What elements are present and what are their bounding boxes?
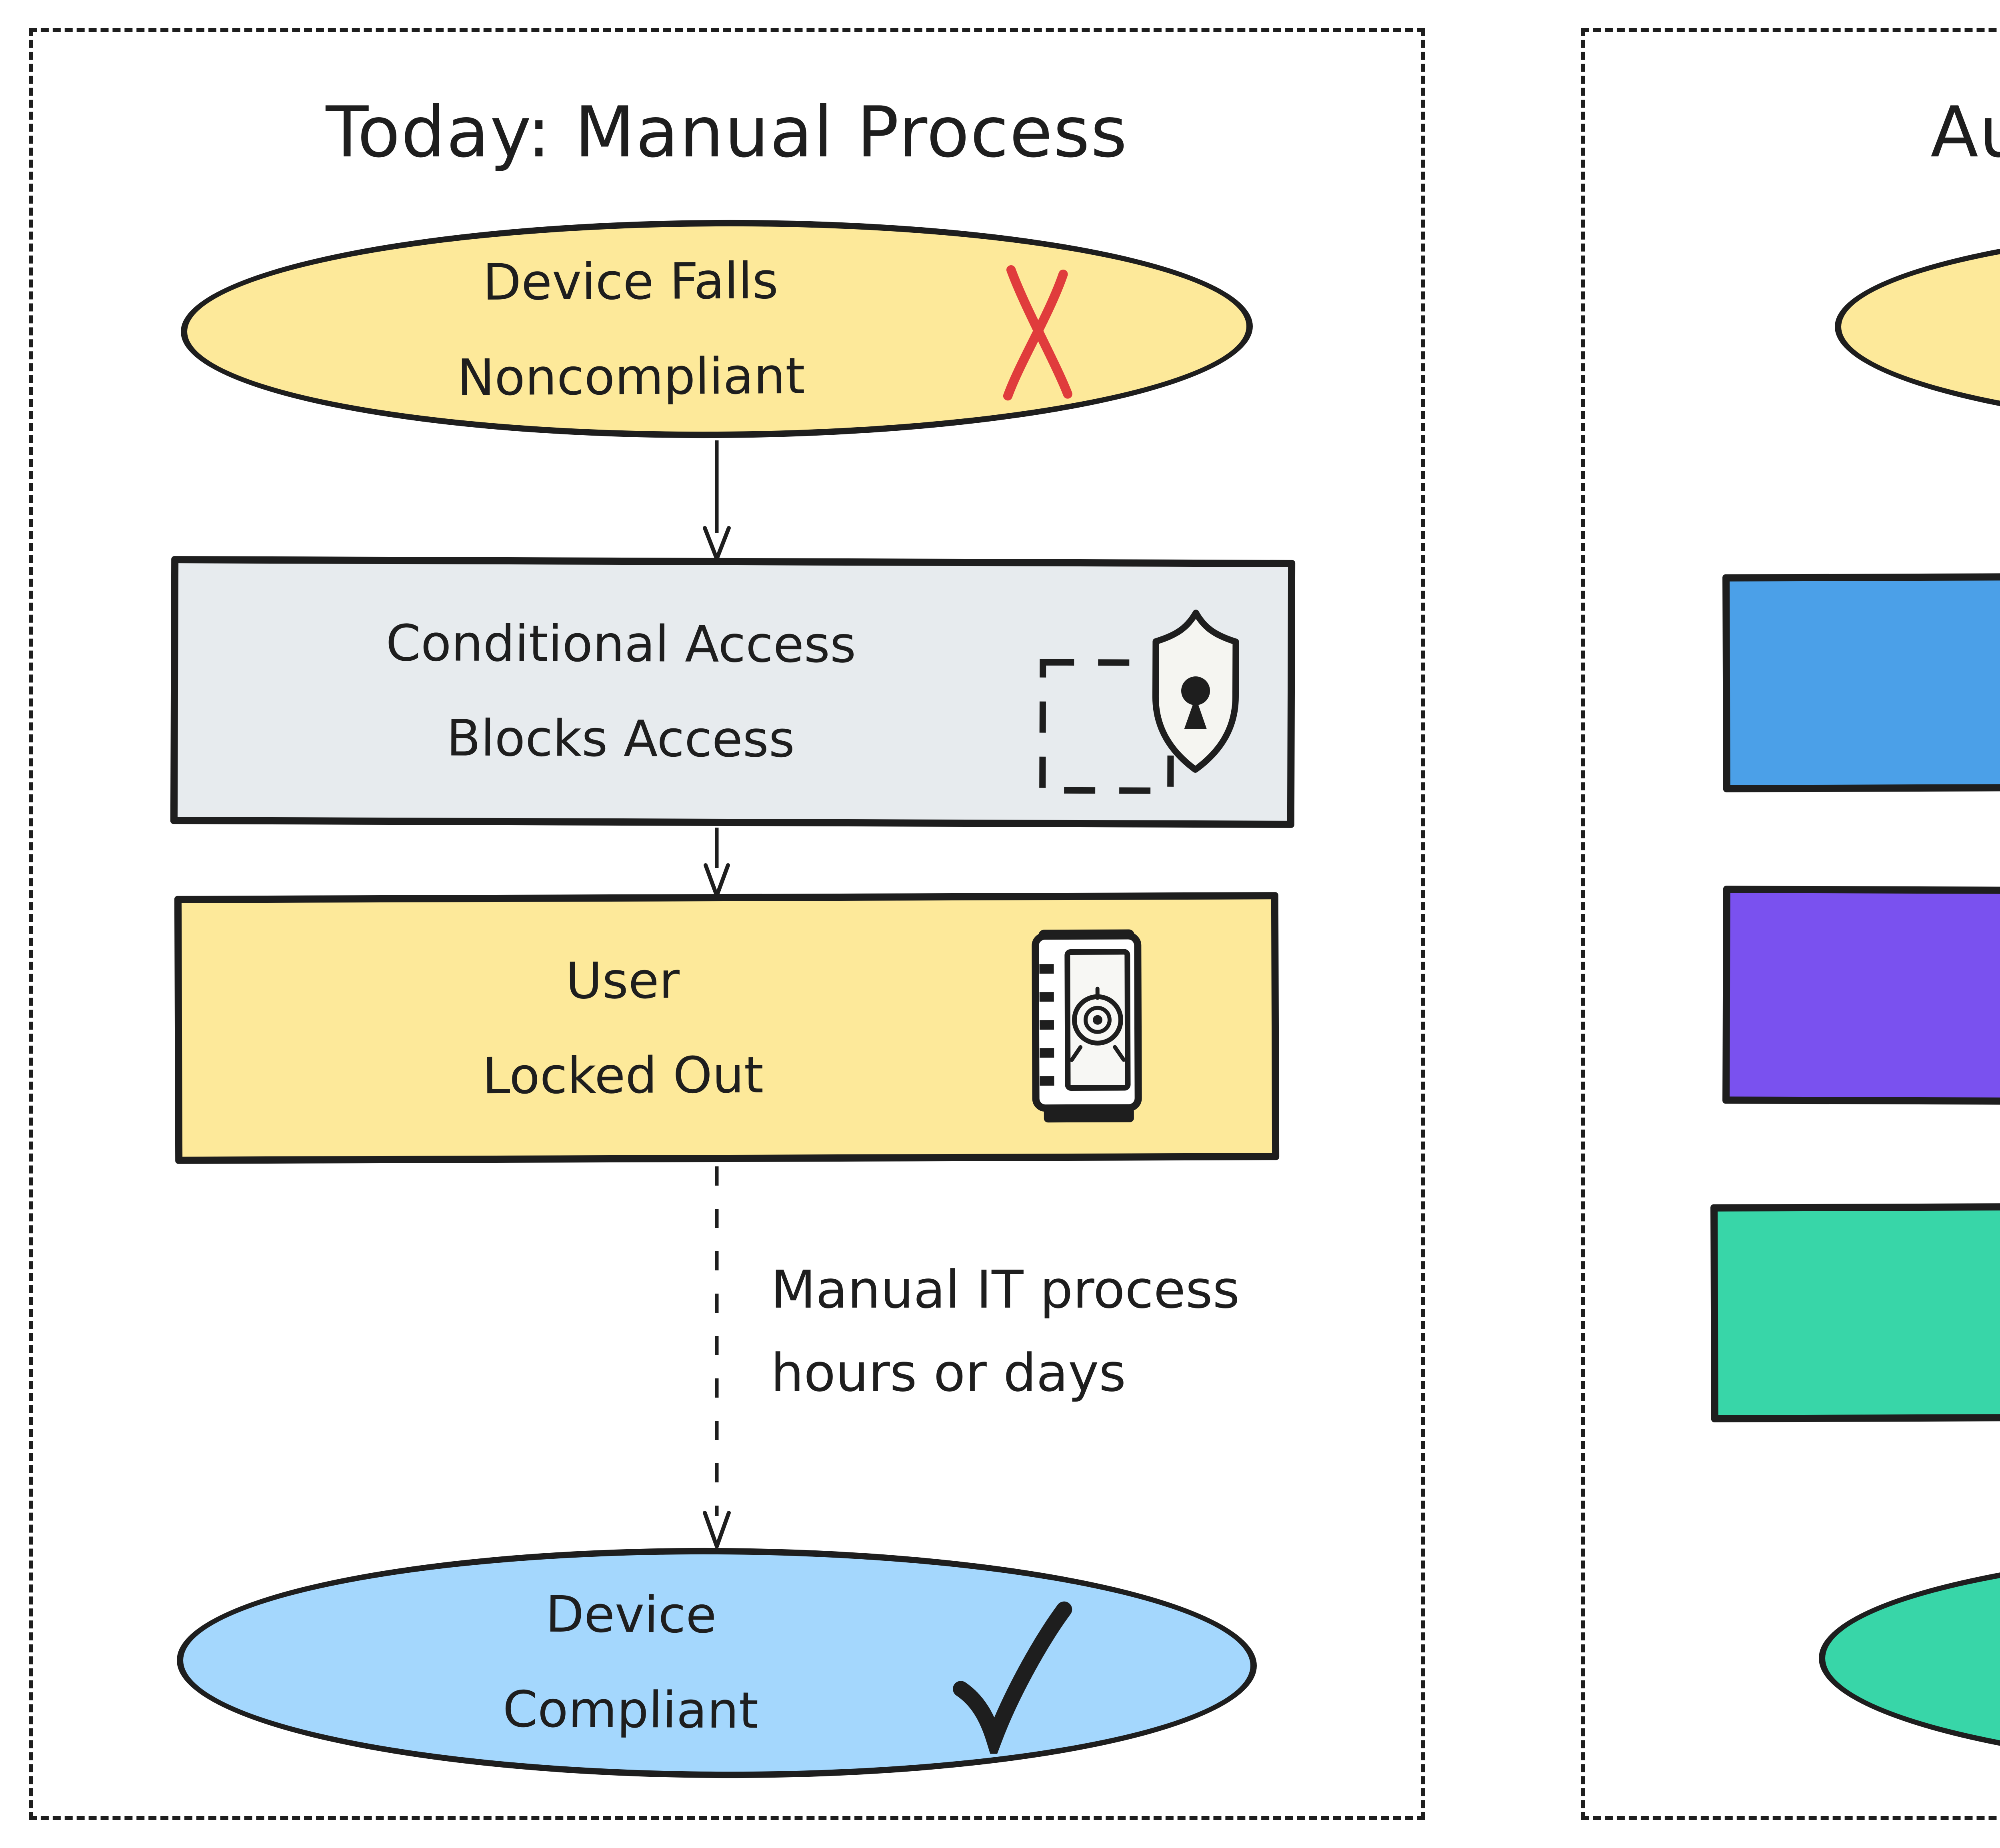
panel-manual-process: Today: Manual Process Device Falls Nonco… xyxy=(29,28,1425,1820)
node-log-analytics-detects: Log Analytics Detects Noncompliance xyxy=(1722,570,2000,792)
node-user-locked-out: User Locked Out xyxy=(174,892,1280,1164)
edge-label-line: hours or days xyxy=(771,1342,1126,1403)
edge-label-line: Manual IT process xyxy=(771,1259,1240,1320)
node-label-line: Blocks Access xyxy=(446,709,795,769)
node-label: Device Falls Noncompliant xyxy=(456,233,977,426)
node-label-line: User xyxy=(565,951,680,1010)
node-label-line: Device xyxy=(545,1585,717,1644)
node-device-compliant: Device Compliant xyxy=(176,1545,1258,1781)
shield-lock-icon xyxy=(1039,610,1239,794)
node-device-compliant: Device Compliant xyxy=(1818,1541,2000,1781)
safe-vault-icon xyxy=(1032,929,1142,1123)
arrow-down-icon xyxy=(704,828,730,898)
node-label-line: Noncompliant xyxy=(457,347,805,407)
check-mark-icon xyxy=(953,1601,1072,1754)
panel-title-manual: Today: Manual Process xyxy=(326,92,1128,173)
node-label-line: Detects Noncompliance xyxy=(1997,699,2000,759)
node-device-falls-noncompliant: Device Falls Noncompliant xyxy=(180,217,1254,441)
panel-automated-closed-loop: Automated Closed-Loop Device Falls Nonco… xyxy=(1581,28,2000,1820)
node-conditional-access-blocks: Conditional Access Blocks Access xyxy=(170,556,1296,828)
arrow-down-icon xyxy=(703,440,731,561)
node-label-line: Compliant xyxy=(502,1680,759,1740)
dashed-arrow-down-icon xyxy=(703,1166,731,1548)
node-azure-function-identifies: Azure Function Identifies Cause xyxy=(1722,886,2000,1108)
node-label-line: Device Falls xyxy=(482,252,779,312)
node-label-line: Locked Out xyxy=(482,1046,764,1106)
node-label: Log Analytics Detects Noncompliance xyxy=(1997,585,2000,778)
node-label-line: Conditional Access xyxy=(386,614,856,674)
node-label-line: Log Analytics xyxy=(1997,585,2000,682)
node-label: Device Compliant xyxy=(502,1567,931,1759)
x-mark-icon xyxy=(1003,265,1072,401)
panel-title-automated: Automated Closed-Loop xyxy=(1930,92,2000,173)
edge-label-manual-process: Manual IT process hours or days xyxy=(771,1248,1240,1414)
node-device-falls-noncompliant: Device Falls Noncompliant xyxy=(1834,218,2000,440)
node-intune-remediation-autofix: Intune Remediation Auto-Fixes Issue xyxy=(1710,1200,2000,1422)
node-label: Conditional Access Blocks Access xyxy=(385,596,1080,788)
node-label: User Locked Out xyxy=(482,932,972,1124)
